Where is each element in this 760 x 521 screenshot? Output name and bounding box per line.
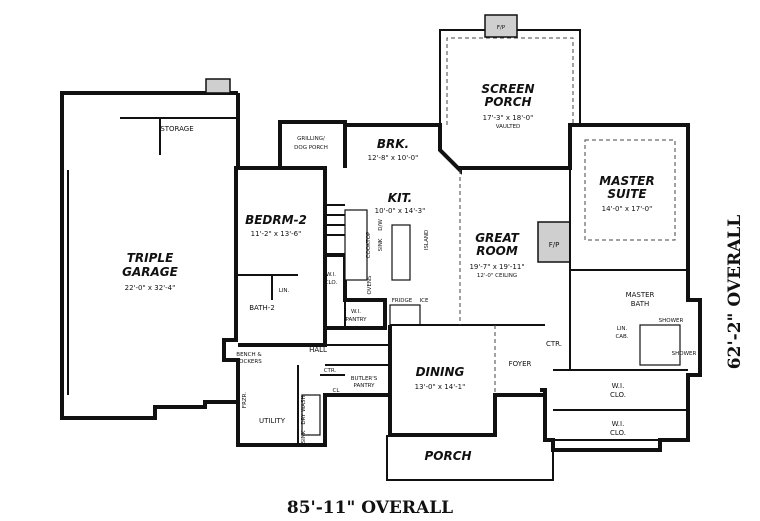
lin-cab-l2: CAB. — [615, 334, 628, 340]
garage-dim: 22'-0" x 32'-4" — [125, 284, 176, 292]
ctr-2: CTR. — [546, 340, 562, 348]
brk-dim: 12'-8" x 10'-0" — [368, 154, 419, 162]
kit-island: ISLAND — [424, 230, 430, 250]
dining-walls — [388, 325, 545, 437]
foyer-label: FOYER — [509, 360, 532, 368]
dry-wash-label: DRY WASH — [301, 395, 307, 424]
kit-ovens: OVENS — [367, 275, 373, 295]
screen-porch-inner — [446, 37, 574, 125]
garage-chimney — [205, 78, 231, 94]
kit-ice: ICE — [420, 298, 429, 304]
fridge — [389, 304, 421, 326]
shower-2: SHOWER — [672, 351, 697, 357]
garage-title-2: GARAGE — [122, 265, 179, 279]
overall-depth: 62'-2" OVERALL — [725, 215, 745, 369]
bedrm2-dim: 11'-2" x 13'-6" — [251, 230, 302, 238]
great-room-title-2: ROOM — [476, 244, 518, 258]
bench-l1: BENCH & — [236, 352, 262, 358]
storage-label: STORAGE — [160, 125, 193, 133]
kit-cooktop: COOKTOP — [366, 231, 372, 258]
master-bath-l2: BATH — [631, 300, 650, 308]
grilling-label-2: DOG PORCH — [294, 145, 328, 151]
kit-fridge: FRIDGE — [392, 298, 413, 304]
screen-porch-fireplace — [484, 14, 518, 38]
butlers-l1: BUTLER'S — [351, 376, 378, 382]
dining-title: DINING — [416, 365, 465, 379]
ctr-1: CTR. — [324, 368, 337, 374]
wi-pantry-l2: PANTRY — [345, 317, 367, 323]
master-bath-l1: MASTER — [626, 291, 655, 299]
dining-dim: 13'-0" x 14'-1" — [415, 383, 466, 391]
washer-dryer — [301, 394, 321, 436]
front-porch — [386, 435, 554, 481]
master-suite-dim: 14'-0" x 17'-0" — [602, 205, 653, 213]
fp-top-label: F/P — [497, 25, 506, 31]
lin-cab-l1: LIN. — [617, 326, 628, 332]
kit-dim: 10'-0" x 14'-3" — [375, 207, 426, 215]
master-tray-ceiling — [584, 139, 676, 241]
great-room-dim: 19'-7" x 19'-11" — [469, 263, 524, 271]
freezer-label: FRZR. — [242, 392, 248, 408]
kitchen-island — [391, 224, 411, 281]
brk-title: BRK. — [377, 137, 409, 151]
lin-label: LIN. — [279, 288, 290, 294]
grilling-porch-walls — [238, 120, 347, 170]
screen-porch-note: VAULTED — [496, 124, 521, 130]
wi-clo-3-l2: CLO. — [610, 429, 626, 437]
kit-sink: SINK — [378, 238, 384, 251]
wi-clo-1-l1: W.I. — [326, 272, 336, 278]
grilling-label-1: GRILLING/ — [297, 136, 325, 142]
wi-clo-3-l1: W.I. — [612, 420, 625, 428]
wi-clo-1-l2: CLO. — [325, 280, 338, 286]
great-room-note: 12'-0" CEILING — [477, 273, 517, 279]
cl-label: CL — [333, 388, 341, 394]
kitchen-counter — [344, 209, 368, 281]
hall-label: HALL — [309, 346, 327, 354]
great-room-title-1: GREAT — [475, 231, 519, 245]
porch-title: PORCH — [424, 449, 471, 463]
bedrm2-title: BEDRM-2 — [245, 213, 307, 227]
master-suite-title-1: MASTER — [599, 174, 655, 188]
bedroom-walls — [236, 166, 327, 347]
master-suite-title-2: SUITE — [607, 187, 647, 201]
butlers-l2: PANTRY — [353, 383, 375, 389]
screen-porch-title-1: SCREEN — [481, 82, 534, 96]
kit-title: KIT. — [388, 191, 412, 205]
garage-title-1: TRIPLE — [127, 251, 174, 265]
wi-pantry-l1: W.I. — [351, 309, 361, 315]
bench-l2: LOCKERS — [236, 359, 262, 365]
screen-porch-title-2: PORCH — [484, 95, 531, 109]
bathtub — [639, 324, 681, 366]
shower-1: SHOWER — [659, 318, 684, 324]
kit-dw: D/W — [378, 219, 384, 231]
utility-label: UTILITY — [259, 417, 286, 425]
bath2-label: BATH-2 — [249, 304, 275, 312]
sink-util-label: SINK — [301, 430, 307, 443]
fp-great-label: F/P — [549, 241, 560, 249]
overall-width: 85'-11" OVERALL — [287, 498, 453, 518]
screen-porch — [439, 29, 581, 125]
wi-clo-2-l1: W.I. — [612, 382, 625, 390]
wi-clo-2-l2: CLO. — [610, 391, 626, 399]
great-room-fireplace — [537, 221, 571, 263]
pantry-walls — [325, 253, 387, 330]
screen-porch-dim: 17'-3" x 18'-0" — [483, 114, 534, 122]
